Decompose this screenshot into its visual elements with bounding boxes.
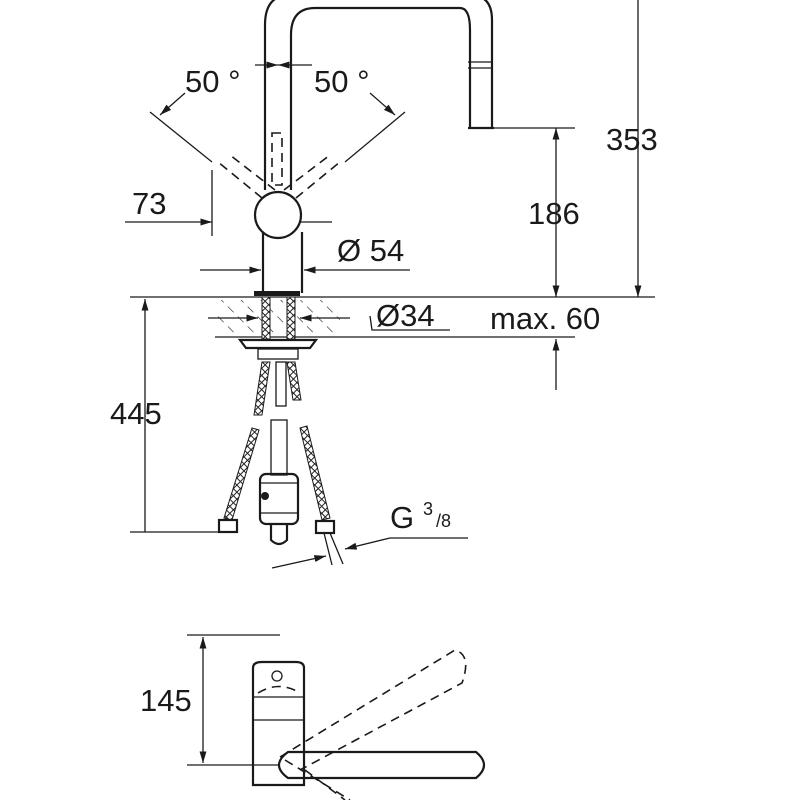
dim-lever-offset: 73 — [132, 186, 167, 221]
supply-hoses — [217, 361, 344, 566]
dim-hole-diameter: Ø34 — [376, 298, 435, 333]
faucet-body — [217, 154, 341, 296]
spout — [263, 0, 494, 190]
dim-max-deck: max. 60 — [490, 301, 601, 336]
dim-swivel-left: 50 ° — [185, 64, 241, 99]
dim-top-view-depth: 145 — [140, 683, 192, 718]
dim-hose-length: 445 — [110, 396, 162, 431]
dim-thread: G — [390, 500, 415, 535]
dim-total-height: 353 — [606, 122, 658, 157]
dim-thread-den: /8 — [436, 511, 452, 531]
top-view — [187, 634, 486, 800]
dim-spout-height: 186 — [528, 196, 580, 231]
dim-body-diameter: Ø 54 — [337, 233, 405, 268]
dimension-lines — [125, 0, 642, 569]
dim-thread-num: 3 — [423, 499, 434, 519]
dim-swivel-right: 50 ° — [314, 64, 370, 99]
